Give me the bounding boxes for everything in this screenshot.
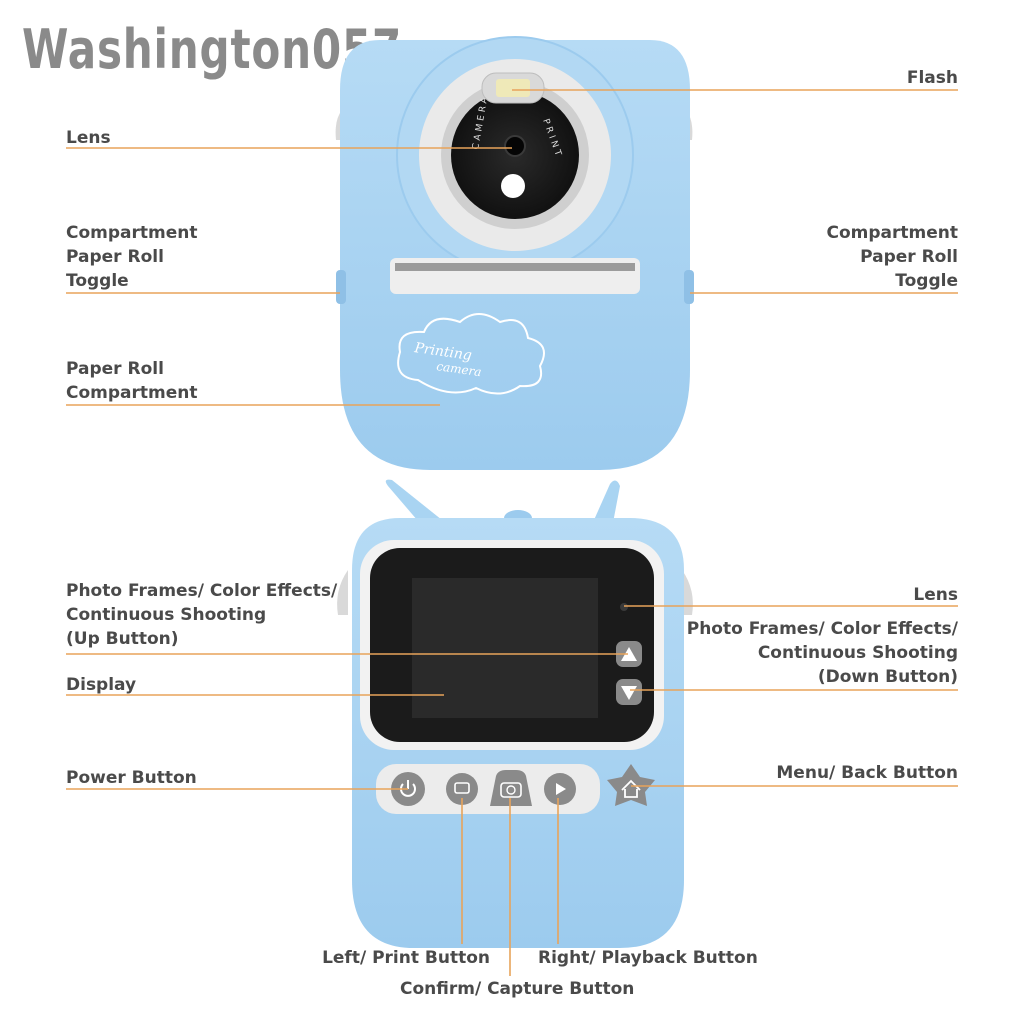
- label-display: Display: [66, 675, 137, 695]
- lens-glass: [504, 135, 526, 157]
- back-lens: [620, 603, 628, 611]
- leader-lines: [66, 89, 958, 976]
- watermark: Washington057: [22, 18, 403, 81]
- up-arrow-icon: [621, 647, 637, 661]
- ear-right: [594, 480, 620, 528]
- label-lens-back: Lens: [913, 585, 958, 605]
- cloud-badge: [397, 313, 545, 395]
- flash-window: [496, 79, 530, 97]
- print-icon: [454, 782, 470, 794]
- label-left-print: Left/ Print Button: [322, 948, 490, 968]
- label-lens-front: Lens: [66, 128, 111, 148]
- capture-button: [490, 770, 532, 806]
- ear-left: [385, 479, 442, 528]
- label-toggle-left: Compartment Paper Roll Toggle: [66, 223, 198, 291]
- label-up-button: Photo Frames/ Color Effects/ Continuous …: [66, 581, 338, 649]
- power-icon: [400, 780, 416, 797]
- home-icon: [621, 779, 641, 798]
- button-strip: [376, 764, 600, 814]
- badge-line2: camera: [436, 359, 483, 379]
- camera-back: [337, 479, 693, 948]
- play-icon: [556, 783, 566, 795]
- viewfinder-hole: [501, 174, 525, 198]
- label-confirm: Confirm/ Capture Button: [400, 979, 635, 999]
- label-menu: Menu/ Back Button: [776, 763, 958, 783]
- camera-icon: [500, 782, 522, 798]
- label-toggle-right: Compartment Paper Roll Toggle: [826, 223, 959, 291]
- label-paper-compartment: Paper Roll Compartment: [66, 359, 198, 403]
- menu-button: [607, 764, 655, 806]
- toggle-left: [336, 270, 346, 304]
- display-panel: [412, 578, 598, 718]
- label-flash: Flash: [906, 68, 958, 88]
- back-lug-left: [337, 570, 348, 615]
- label-power: Power Button: [66, 768, 197, 788]
- label-right-playback: Right/ Playback Button: [538, 948, 758, 968]
- print-button: [446, 773, 478, 805]
- toggle-right: [684, 270, 694, 304]
- camera-icon-lens: [506, 785, 516, 795]
- print-slot-opening: [395, 263, 635, 271]
- label-down-button: Photo Frames/ Color Effects/ Continuous …: [686, 619, 958, 687]
- back-lug-right: [682, 570, 693, 615]
